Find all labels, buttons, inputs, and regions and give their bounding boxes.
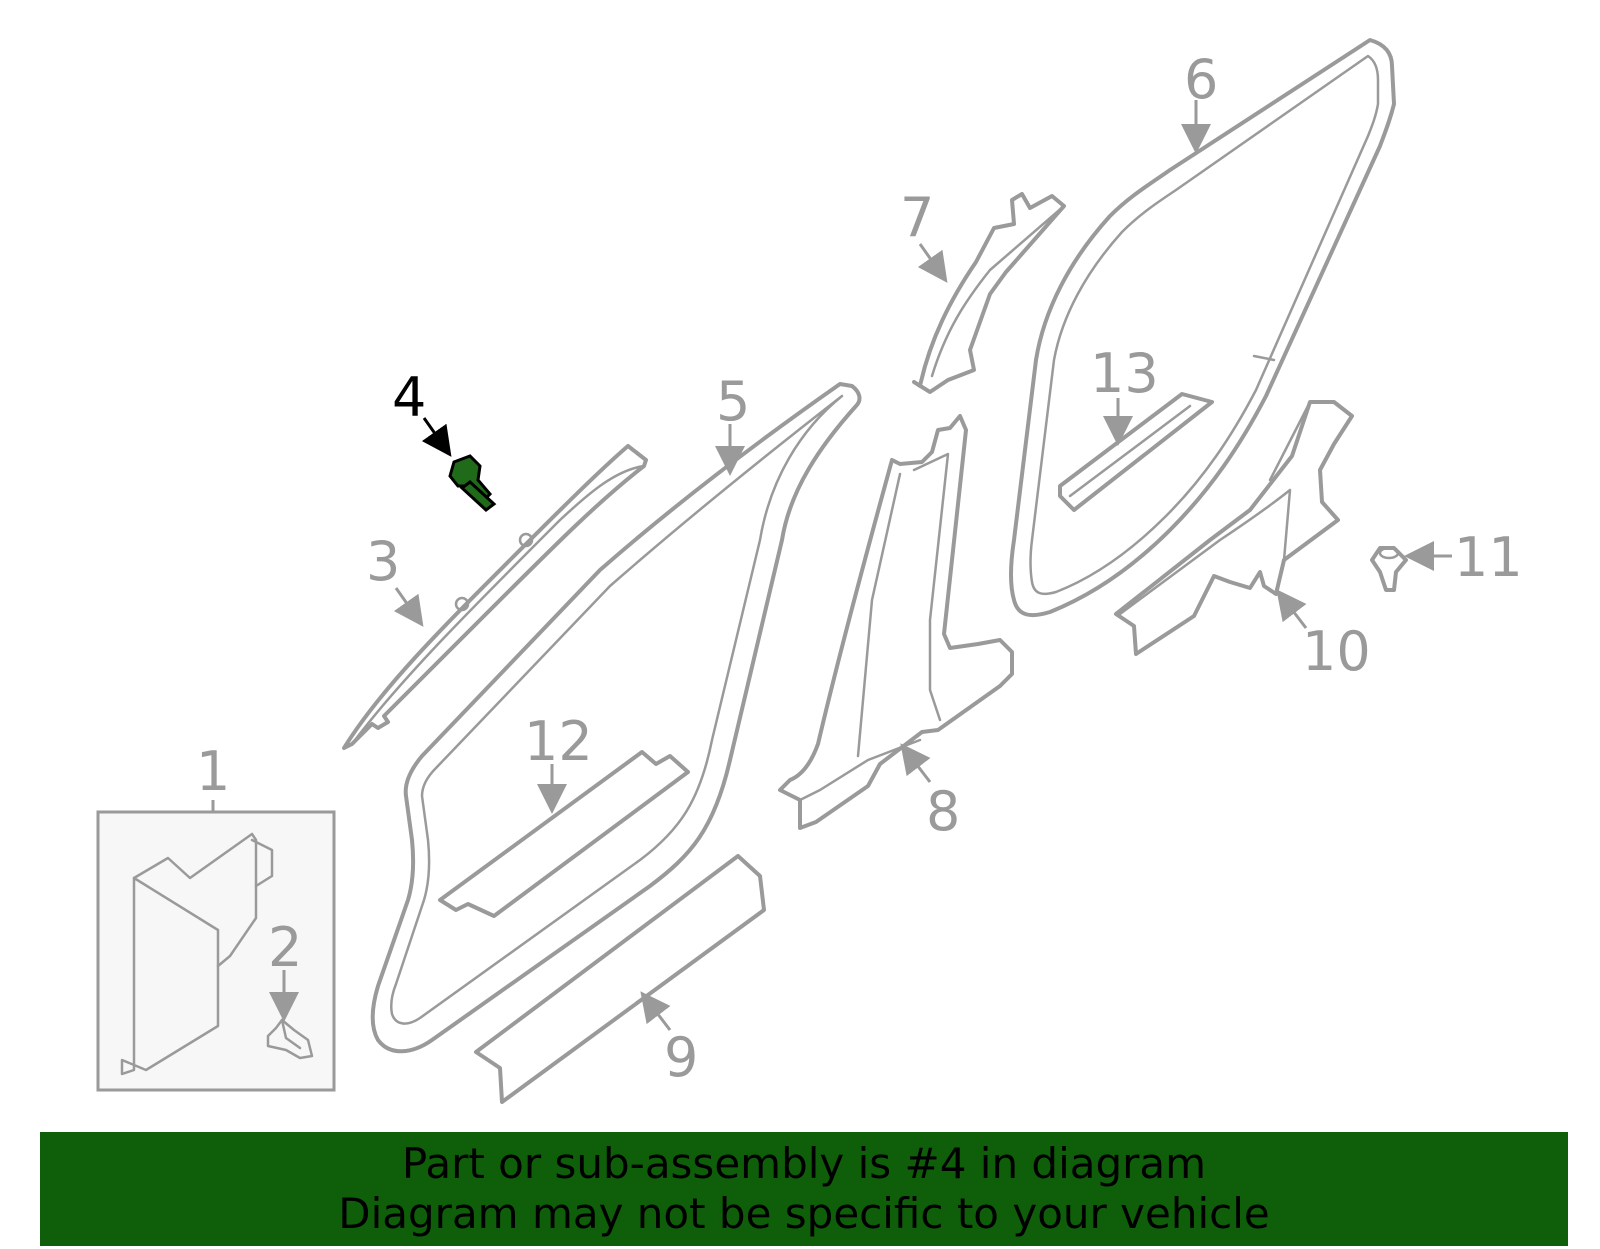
callout-7: 7 (900, 186, 934, 249)
callout-12: 12 (524, 710, 593, 773)
part-2-clip (266, 1018, 314, 1060)
part-5-weatherstrip (370, 382, 862, 1054)
part-1-trim-panel (120, 832, 274, 1076)
banner-line-2: Diagram may not be specific to your vehi… (338, 1189, 1270, 1238)
callout-10: 10 (1302, 620, 1371, 683)
callout-2: 2 (268, 916, 302, 979)
part-1-inset (96, 800, 336, 1092)
part-12-panel (438, 750, 690, 918)
part-8-pillar-trim (778, 414, 1014, 830)
callout-4: 4 (392, 366, 426, 429)
callout-11: 11 (1454, 526, 1523, 589)
part-6-weatherstrip (1009, 38, 1396, 618)
callout-3: 3 (366, 530, 400, 593)
part-11-clip (1370, 546, 1408, 592)
leader-lines (269, 100, 1452, 1031)
callout-9: 9 (664, 1026, 698, 1089)
callout-6: 6 (1184, 48, 1218, 111)
banner-line-1: Part or sub-assembly is #4 in diagram (401, 1139, 1207, 1188)
part-9-sill (474, 854, 766, 1104)
callout-13: 13 (1090, 342, 1159, 405)
part-7-upper-trim (912, 192, 1066, 394)
part-4-bolt (448, 454, 497, 512)
info-banner: Part or sub-assembly is #4 in diagram Di… (40, 1132, 1568, 1246)
part-10-rear-trim (1114, 400, 1354, 656)
callout-5: 5 (716, 370, 750, 433)
part-13-panel (1058, 392, 1214, 512)
callout-labels: 1 2 3 4 5 6 7 8 9 10 11 12 13 (196, 48, 1523, 1089)
callout-1: 1 (196, 740, 230, 803)
callout-8: 8 (926, 780, 960, 843)
part-3-garnish (342, 444, 648, 750)
